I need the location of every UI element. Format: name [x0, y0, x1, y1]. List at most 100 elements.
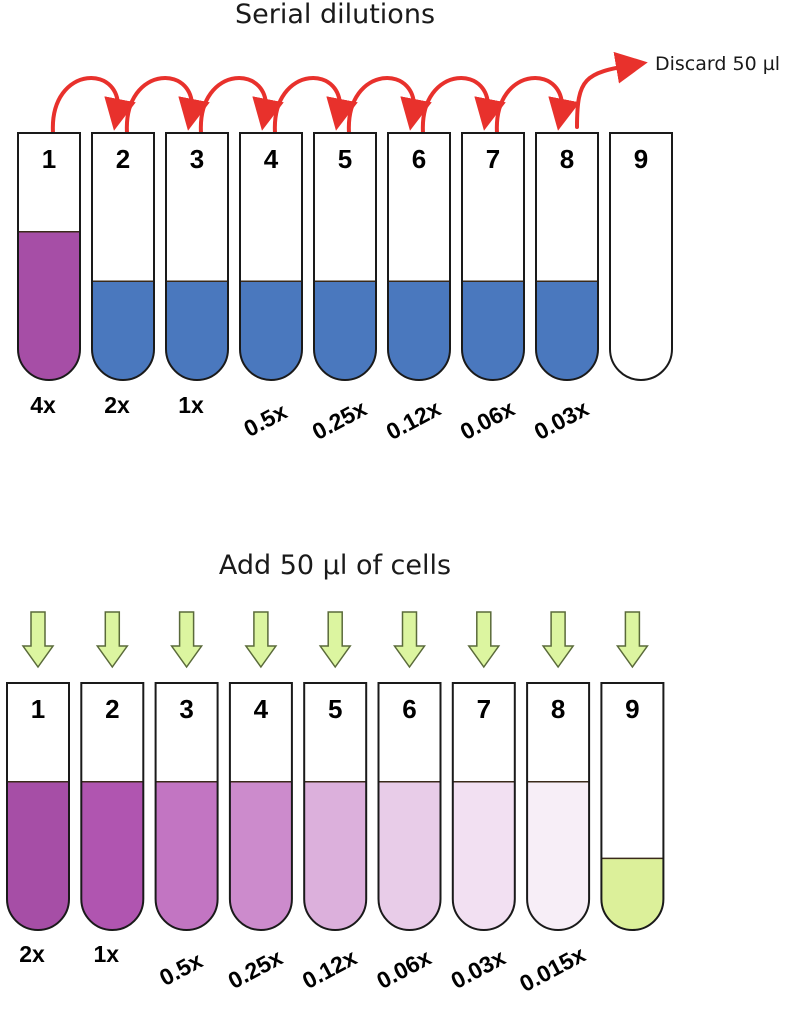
tube: 1 2x: [6, 682, 70, 967]
tube-background: [610, 133, 672, 380]
concentration-label: 2x: [104, 392, 130, 418]
concentration-label: 4x: [30, 392, 56, 418]
transfer-arrows: [50, 51, 648, 135]
tube-liquid: [92, 281, 154, 380]
tube-number: 6: [412, 144, 426, 174]
tube-liquid: [81, 781, 144, 930]
tube: 9: [600, 682, 665, 931]
tube-outline: [461, 132, 525, 381]
tube-liquid: [240, 281, 302, 380]
add-cells-arrow: [467, 611, 501, 669]
concentration-label: 0.06x: [372, 944, 435, 994]
concentration-label: 1x: [94, 941, 120, 967]
tube-outline: [600, 682, 665, 931]
tube: 21x: [80, 682, 145, 967]
tube-outline: [377, 682, 442, 931]
tube: 7 0.03x: [447, 682, 516, 994]
tube: 3 1x: [165, 132, 229, 418]
transfer-arrow: [420, 76, 506, 135]
tube-number: 4: [254, 694, 269, 724]
tube-number: 7: [486, 144, 500, 174]
concentration-label: 0.25x: [308, 395, 371, 445]
tube-liquid: [166, 281, 228, 380]
tube: 8 0.015x: [515, 682, 591, 997]
tube-outline: [154, 682, 219, 931]
bottom-tube-row: 12x21x30.5x40.25x50.12x60.06x70.03x80.01…: [6, 682, 665, 997]
add-cells-arrow: [244, 611, 278, 669]
tube-outline: [165, 132, 229, 381]
tube-number: 9: [634, 144, 648, 174]
add-cells-arrow: [541, 611, 575, 669]
tube-outline: [228, 682, 293, 931]
tube: 50.12x: [298, 682, 368, 994]
transfer-arrow: [346, 76, 432, 135]
bottom-section-title: Add 50 µl of cells: [219, 550, 451, 581]
add-cells-arrow: [21, 611, 55, 669]
tube-liquid: [304, 781, 367, 930]
transfer-arrow: [494, 76, 580, 135]
tube-outline: [239, 132, 303, 381]
tube-outline: [387, 132, 451, 381]
tube-outline: [313, 132, 377, 381]
tube-number: 6: [402, 694, 416, 724]
tube-number: 1: [42, 144, 56, 174]
tube-number: 9: [625, 694, 639, 724]
tube-outline: [91, 132, 155, 381]
tube-number: 5: [328, 694, 342, 724]
tube-outline: [303, 682, 368, 931]
tube-liquid: [378, 781, 441, 930]
add-cells-arrow: [318, 611, 352, 669]
tube-number: 8: [551, 694, 565, 724]
concentration-label: 0.03x: [530, 395, 593, 445]
tube-outline: [526, 682, 591, 931]
tube: 2 2x: [91, 132, 155, 418]
tube-liquid: [452, 781, 515, 930]
tube-outline: [6, 682, 70, 931]
tube: 60.12x: [382, 132, 451, 445]
tube-number: 5: [338, 144, 352, 174]
concentration-label: 2x: [19, 941, 45, 967]
concentration-label: 0.03x: [447, 944, 510, 994]
concentration-label: 0.015x: [515, 941, 590, 997]
concentration-label: 0.25x: [224, 944, 287, 994]
tube: 8 0.03x: [530, 132, 599, 445]
add-cells-arrow: [615, 611, 649, 669]
tube-outline: [17, 132, 81, 381]
add-cells-arrow: [95, 611, 129, 669]
tube-number: 1: [31, 694, 45, 724]
tube: 9: [609, 132, 673, 381]
transfer-arrow: [124, 76, 210, 135]
tube-liquid: [527, 781, 590, 930]
tube: 5 0.25x: [308, 132, 377, 445]
tube-outline: [80, 682, 145, 931]
add-cells-arrows: [21, 611, 649, 669]
tube-number: 2: [116, 144, 130, 174]
add-cells-arrow: [170, 611, 204, 669]
tube: 7 0.06x: [456, 132, 525, 445]
tube: 40.5x: [239, 132, 303, 442]
transfer-arrow: [50, 76, 136, 135]
concentration-label: 0.5x: [239, 398, 291, 442]
tube-number: 7: [477, 694, 491, 724]
tube-liquid: [155, 781, 218, 930]
tube: 6 0.06x: [372, 682, 442, 994]
transfer-arrow: [198, 76, 284, 135]
tube-outline: [451, 682, 516, 931]
discard-arrow: [575, 51, 648, 129]
tube-number: 8: [560, 144, 574, 174]
tube: 1 4x: [17, 132, 81, 418]
tube-liquid: [536, 281, 598, 380]
tube-liquid: [7, 781, 69, 930]
tube-liquid: [601, 858, 664, 930]
tube-liquid: [18, 231, 80, 380]
tube-liquid: [462, 281, 524, 380]
top-section-title: Serial dilutions: [235, 0, 435, 30]
tube-number: 3: [190, 144, 204, 174]
concentration-label: 0.06x: [456, 395, 519, 445]
transfer-arrow: [272, 76, 358, 135]
concentration-label: 1x: [178, 392, 204, 418]
discard-label: Discard 50 µl: [655, 53, 780, 75]
concentration-label: 0.5x: [155, 947, 207, 991]
